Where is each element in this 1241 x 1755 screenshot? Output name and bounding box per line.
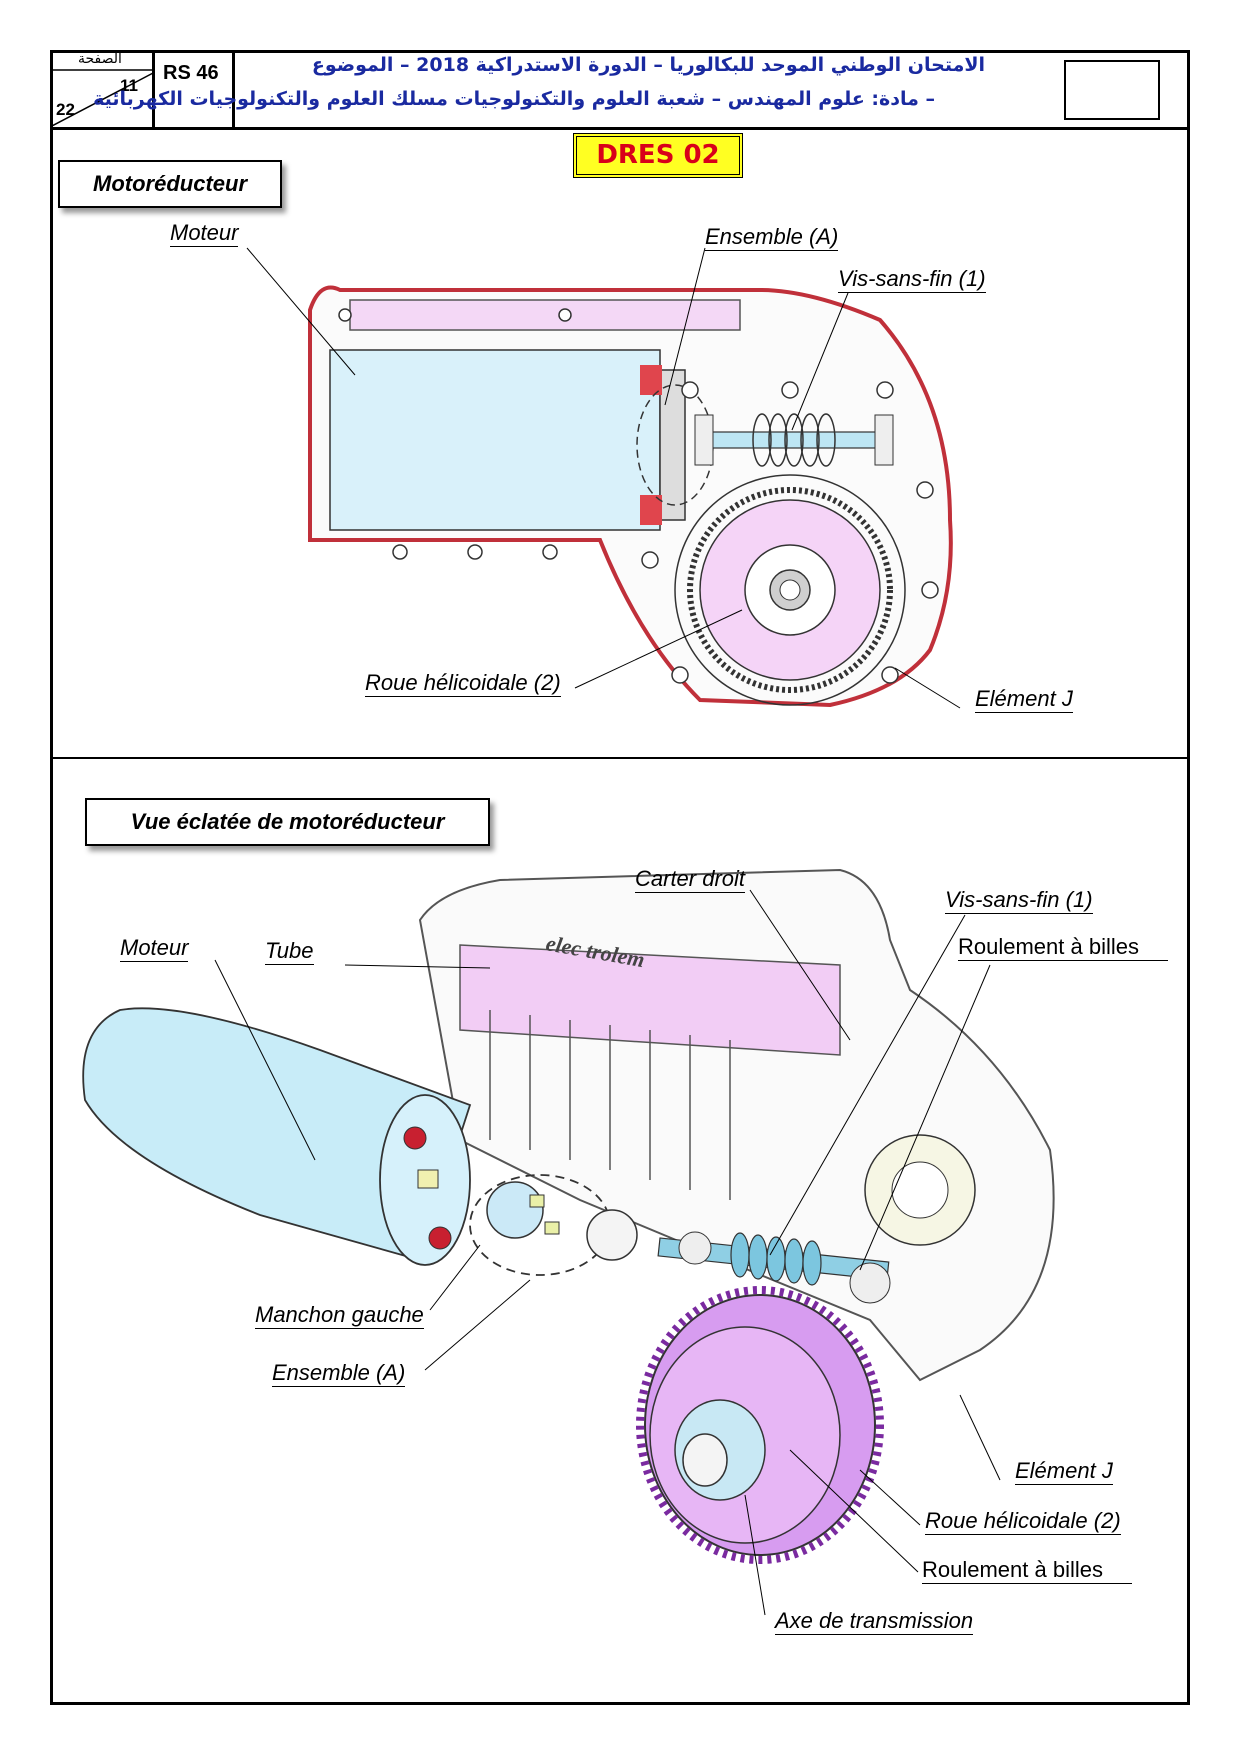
housing-ribs <box>489 1010 731 1200</box>
worm-shaft <box>704 431 881 449</box>
motor-cylinder <box>82 1007 472 1262</box>
candidate-box <box>1064 60 1160 120</box>
label-ensemble-a-2: Ensemble (A) <box>272 1360 406 1387</box>
label-axe: Axe de transmission <box>775 1608 974 1635</box>
label-manchon: Manchon gauche <box>255 1302 424 1329</box>
motor-body <box>329 349 661 531</box>
label-carter-droit: Carter droit <box>635 866 746 893</box>
label-moteur: Moteur <box>170 220 239 247</box>
label-roulement-2: Roulement à billes <box>922 1557 1132 1584</box>
label-element-j-2: Elément J <box>1015 1458 1113 1485</box>
exam-header: الصفحة 11 22 RS 46 الامتحان الوطني الموح… <box>50 50 1190 130</box>
document-label: DRES 02 <box>573 133 743 178</box>
page-number-box: الصفحة 11 22 <box>50 50 155 127</box>
label-element-j: Elément J <box>975 686 1073 713</box>
exam-code-box: RS 46 <box>155 50 235 127</box>
label-moteur-2: Moteur <box>120 935 189 962</box>
gear-outer <box>674 474 906 706</box>
label-roue: Roue hélicoidale (2) <box>365 670 561 697</box>
page-label: الصفحة <box>78 51 122 67</box>
section2-title: Vue éclatée de motoréducteur <box>85 798 490 846</box>
page-frame <box>50 50 1190 1705</box>
label-roue-2: Roue hélicoidale (2) <box>925 1508 1121 1535</box>
label-ensemble-a: Ensemble (A) <box>705 224 839 251</box>
section1-title: Motoréducteur <box>58 160 282 208</box>
label-vis-sans-fin-2: Vis-sans-fin (1) <box>945 887 1093 914</box>
exam-title-line2: – مادة: علوم المهندس – شعبة العلوم والتك… <box>93 88 935 110</box>
tube-top <box>349 299 741 331</box>
page-number: 11 <box>120 76 138 95</box>
tube-exploded <box>459 944 841 1056</box>
label-vis-sans-fin: Vis-sans-fin (1) <box>838 266 986 293</box>
exam-code: RS 46 <box>163 62 219 84</box>
page-total: 22 <box>56 100 75 119</box>
section-separator <box>50 757 1190 759</box>
exam-title-line1: الامتحان الوطني الموحد للبكالوريا – الدو… <box>311 54 985 76</box>
label-tube: Tube <box>265 938 314 965</box>
worm-thread <box>752 413 836 467</box>
label-roulement-1: Roulement à billes <box>958 934 1168 961</box>
